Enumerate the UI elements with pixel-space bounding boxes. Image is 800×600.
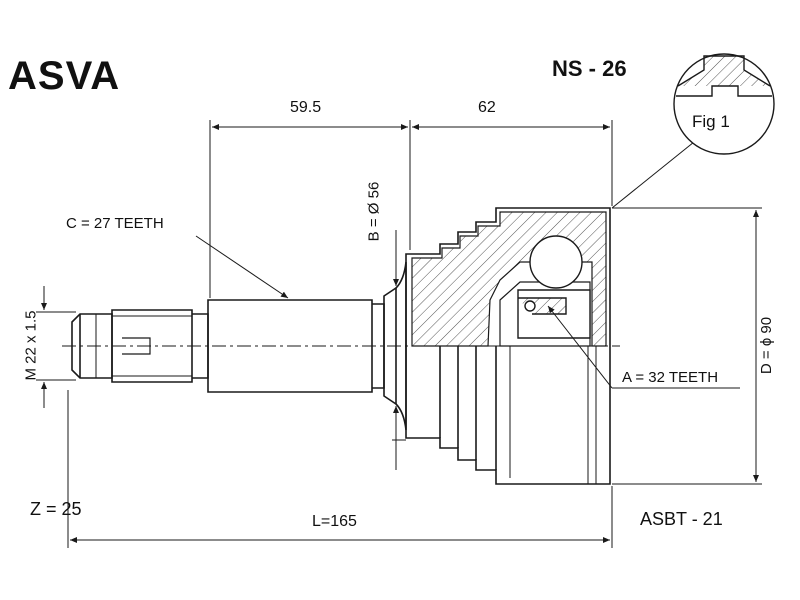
bell-housing bbox=[405, 207, 611, 485]
diameter-d-label: D = ϕ 90 bbox=[758, 316, 776, 375]
a-teeth-label: A = 32 TEETH bbox=[622, 369, 719, 386]
part-number: NS - 26 bbox=[552, 56, 627, 81]
spline-section bbox=[111, 309, 193, 383]
length-label: L=165 bbox=[312, 513, 357, 530]
diameter-b-label: B = Ø 56 bbox=[365, 181, 383, 242]
boot-reference: ASBT - 21 bbox=[640, 509, 723, 529]
dimension-top-right: 62 bbox=[478, 99, 496, 116]
ball-icon bbox=[529, 235, 583, 289]
c-teeth-label: C = 27 TEETH bbox=[66, 215, 164, 232]
dimension-top-left: 59.5 bbox=[290, 99, 322, 116]
thread-label: M 22 x 1.5 bbox=[22, 310, 40, 381]
brand-logo: ASVA bbox=[8, 54, 121, 98]
z-label: Z = 25 bbox=[30, 499, 82, 519]
figure-label: Fig 1 bbox=[692, 112, 730, 131]
shaft bbox=[207, 299, 373, 393]
fig-1-callout bbox=[673, 53, 775, 155]
